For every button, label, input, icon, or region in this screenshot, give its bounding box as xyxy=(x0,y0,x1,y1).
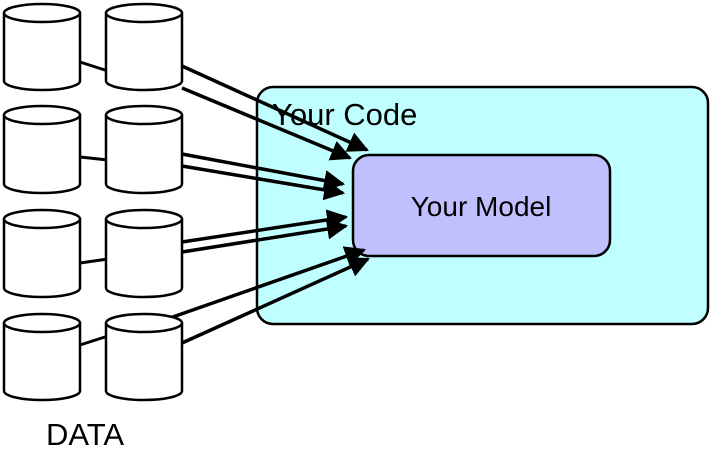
arrow-icon xyxy=(181,164,346,201)
data-arrows xyxy=(166,64,370,345)
database-cylinder-icon xyxy=(2,2,82,92)
pair-link-1 xyxy=(79,60,109,73)
pair-link-4 xyxy=(79,334,109,347)
arrow-icon xyxy=(181,209,349,244)
arrow-icon xyxy=(181,86,352,161)
model-box-label: Your Model xyxy=(411,191,552,222)
data-label: DATA xyxy=(46,417,124,452)
arrow-icon xyxy=(166,246,366,321)
database-cylinder-icon xyxy=(2,208,82,299)
pair-link-3 xyxy=(79,257,109,265)
database-cylinder-icon xyxy=(104,312,184,402)
arrow-icon xyxy=(181,257,370,345)
database-cylinder-icon xyxy=(104,104,184,195)
code-box-label: Your Code xyxy=(272,97,417,132)
pair-link-2 xyxy=(79,155,109,162)
arrow-icon xyxy=(181,152,346,191)
pair-links xyxy=(79,60,109,347)
arrow-icon xyxy=(181,64,369,152)
database-cylinder-icon xyxy=(104,208,184,299)
model-box xyxy=(351,153,612,258)
arrow-icon xyxy=(181,218,349,254)
database-cylinder-icon xyxy=(2,104,82,195)
database-cylinder-icon xyxy=(104,2,184,92)
database-cylinder-icon xyxy=(2,312,82,402)
